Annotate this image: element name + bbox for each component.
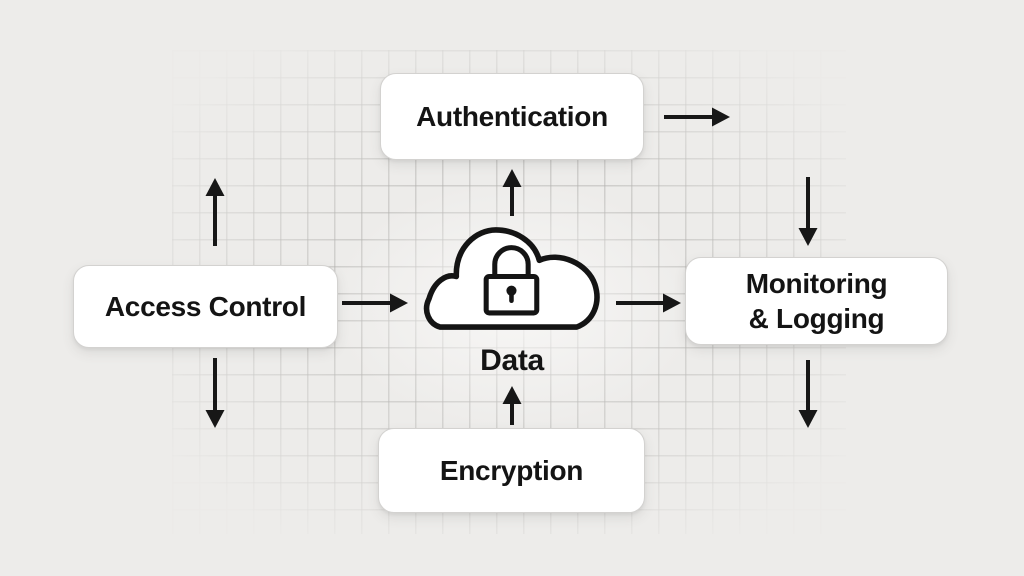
arrow-data-to-monitoring-icon xyxy=(616,293,681,313)
arrow-down-into-monitoring-icon xyxy=(798,177,818,246)
node-monitoring-label-line1: Monitoring xyxy=(745,268,888,299)
padlock-shackle xyxy=(492,245,531,281)
arrow-data-to-authentication-icon xyxy=(502,169,522,216)
arrow-encryption-to-data-icon xyxy=(502,386,522,425)
arrow-down-access-control-icon xyxy=(205,358,225,428)
arrow-access-control-to-data-icon xyxy=(342,293,408,313)
node-access-control-label: Access Control xyxy=(104,291,307,322)
center-data-label: Data xyxy=(480,344,544,377)
arrow-down-out-of-monitoring-icon xyxy=(798,360,818,428)
node-encryption: Encryption xyxy=(378,428,645,513)
node-authentication: Authentication xyxy=(380,73,644,160)
node-monitoring-logging: Monitoring & Logging xyxy=(685,257,948,345)
node-authentication-label: Authentication xyxy=(416,101,608,132)
node-access-control: Access Control xyxy=(73,265,338,348)
node-encryption-label: Encryption xyxy=(439,455,584,486)
node-monitoring-label-line2: & Logging xyxy=(748,303,885,334)
cloud-lock-icon xyxy=(423,226,600,330)
arrow-up-access-control-icon xyxy=(205,178,225,246)
arrow-authentication-out-icon xyxy=(664,107,730,127)
